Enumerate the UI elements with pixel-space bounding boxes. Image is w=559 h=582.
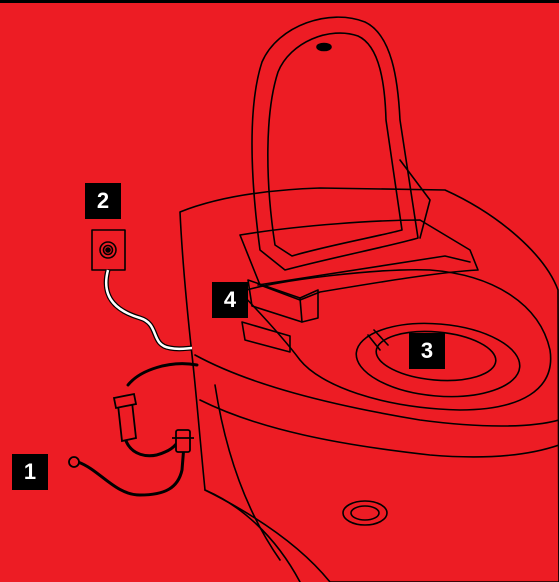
control-panel	[248, 280, 302, 322]
control-panel-lower	[242, 322, 290, 352]
floor-flange-inner	[351, 506, 379, 520]
hinge-housing	[240, 220, 478, 300]
body-front-curve	[205, 490, 300, 582]
body-lower-line	[200, 400, 559, 457]
callout-4: 4	[212, 282, 248, 318]
lid-hole	[317, 44, 331, 51]
hose-end-fitting	[69, 457, 79, 467]
lid-hinge-edge	[400, 160, 430, 238]
seat-outer	[240, 270, 551, 410]
shutoff-valve	[176, 430, 190, 452]
callout-1: 1	[12, 454, 48, 490]
floor-flange	[343, 501, 387, 525]
panel-side	[300, 290, 318, 322]
body-waist-line	[195, 355, 559, 426]
callout-3: 3	[409, 333, 445, 369]
callout-2: 2	[85, 183, 121, 219]
toilet-body	[180, 188, 559, 582]
lid-inner	[268, 33, 402, 256]
